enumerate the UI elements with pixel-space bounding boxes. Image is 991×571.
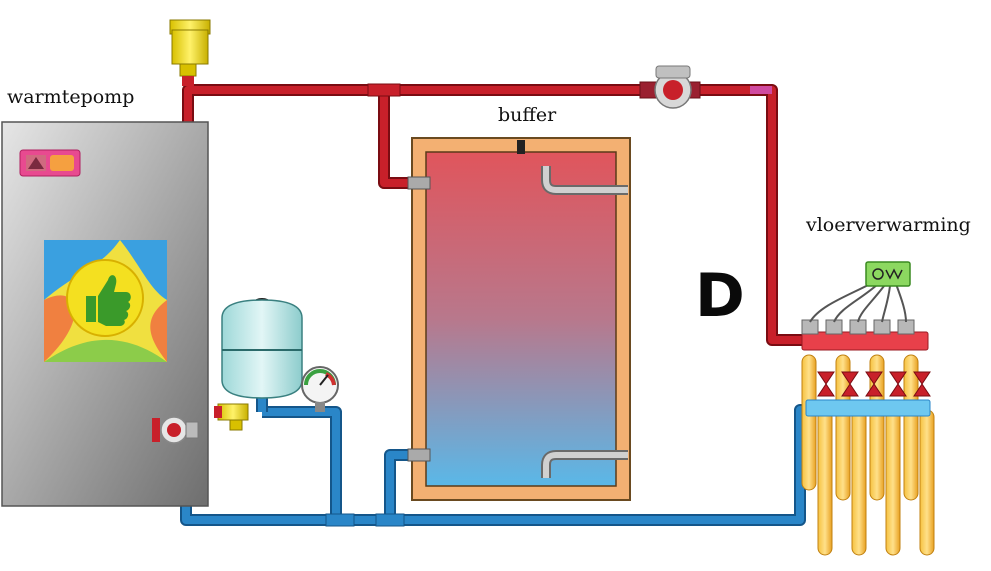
heat-pump-label: warmtepomp bbox=[7, 86, 135, 108]
thermostat-wires bbox=[809, 281, 907, 323]
tee-fitting bbox=[325, 513, 355, 527]
tee-fitting bbox=[367, 83, 401, 97]
floor-heating-manifold bbox=[801, 319, 935, 556]
floor-heating-label: vloerverwarming bbox=[806, 214, 971, 236]
buffer-tank bbox=[407, 137, 631, 501]
pressure-gauge-icon bbox=[301, 366, 339, 412]
variant-letter: D bbox=[695, 261, 745, 331]
thermostat-icon bbox=[865, 261, 911, 287]
status-panel-icon bbox=[19, 149, 81, 177]
heat-pump-unit bbox=[1, 121, 209, 507]
expansion-vessel-icon bbox=[214, 298, 303, 431]
buffer-label: buffer bbox=[498, 104, 557, 126]
floor-heating-loops bbox=[801, 354, 935, 556]
valve-actuators bbox=[801, 319, 915, 335]
valve-icon bbox=[169, 19, 211, 86]
flow-valves bbox=[817, 371, 931, 397]
thumbs-up-icon bbox=[44, 240, 167, 362]
hot-supply-pipe bbox=[182, 84, 812, 346]
circulation-pump-icon bbox=[152, 416, 199, 444]
circulation-pump-icon bbox=[639, 65, 701, 109]
tee-fitting bbox=[375, 513, 405, 527]
